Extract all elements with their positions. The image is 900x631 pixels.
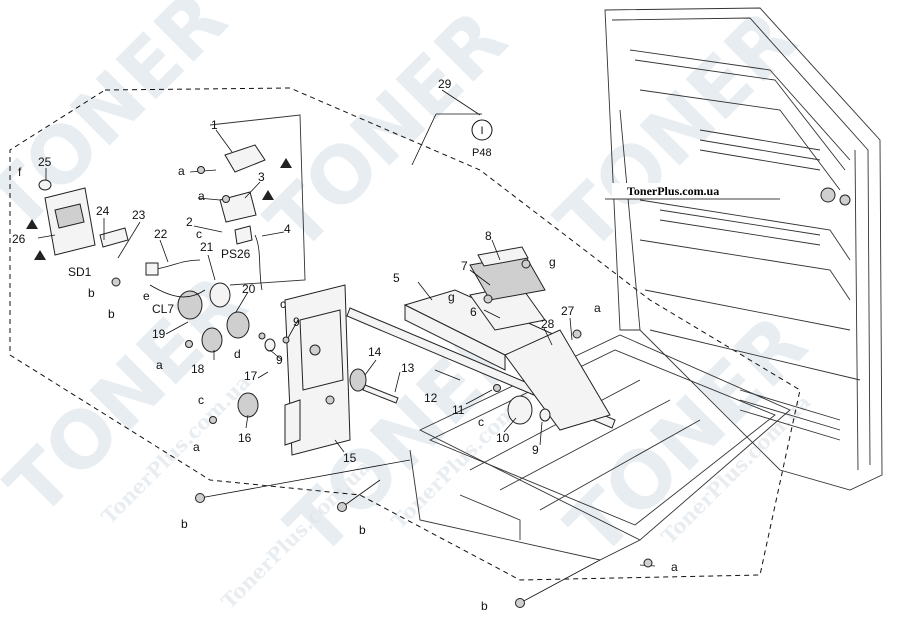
left-switch-unit [38, 179, 129, 256]
letter-c: c [198, 393, 204, 407]
gears [177, 282, 551, 425]
leader-lines [37, 89, 656, 604]
letter-b: b [88, 286, 95, 300]
harness [145, 234, 263, 298]
letter-callouts: a a a a a a b b b b b c c c c d e f g g [18, 164, 678, 613]
part-callouts: 1 2 3 4 5 6 7 8 9 9 9 10 11 12 13 14 15 … [12, 77, 575, 465]
letter-d: d [234, 347, 241, 361]
letter-c: c [196, 227, 202, 241]
callout-6: 6 [470, 305, 477, 319]
letter-a: a [193, 440, 200, 454]
warning-icons [26, 158, 292, 260]
letter-b: b [359, 523, 366, 537]
connector-sd1: SD1 [68, 265, 92, 279]
callout-27: 27 [561, 304, 575, 318]
callout-22: 22 [154, 227, 168, 241]
callout-24: 24 [96, 204, 110, 218]
page-reference: I P48 [471, 119, 493, 159]
callout-10: 10 [496, 431, 510, 445]
site-label: TonerPlus.com.ua [627, 184, 719, 198]
letter-a: a [178, 164, 185, 178]
callout-8: 8 [485, 229, 492, 243]
letter-b: b [181, 517, 188, 531]
assembly-boundary [9, 87, 801, 581]
callout-14: 14 [368, 345, 382, 359]
callout-23: 23 [132, 208, 146, 222]
letter-a: a [671, 560, 678, 574]
callout-11: 11 [452, 403, 465, 417]
callout-15: 15 [343, 451, 357, 465]
warning-triangle-icon [280, 158, 292, 168]
page-ref-symbol: I [480, 125, 483, 137]
letter-a: a [198, 189, 205, 203]
printer-frame [604, 7, 883, 491]
callout-18: 18 [191, 362, 205, 376]
warning-triangle-icon [262, 190, 274, 200]
callout-9: 9 [532, 443, 539, 457]
callout-1: 1 [211, 118, 218, 132]
side-plate [284, 284, 351, 456]
callout-29: 29 [438, 77, 452, 91]
letter-b: b [108, 307, 115, 321]
letter-c: c [478, 415, 484, 429]
screws [111, 166, 653, 608]
callout-25: 25 [38, 155, 52, 169]
callout-5: 5 [393, 271, 400, 285]
watermark-brand: TONER [540, 0, 814, 268]
callout-20: 20 [242, 282, 256, 296]
letter-e: e [143, 289, 150, 303]
callout-7: 7 [461, 259, 468, 273]
connector-labels: PS26 SD1 CL7 [68, 247, 251, 316]
connector-ps26: PS26 [221, 247, 251, 261]
letter-a: a [594, 301, 601, 315]
callout-26: 26 [12, 232, 26, 246]
callout-12: 12 [424, 391, 438, 405]
warning-triangle-icon [26, 219, 38, 229]
letter-g: g [448, 290, 455, 304]
callout-13: 13 [401, 361, 415, 375]
callout-21: 21 [200, 240, 214, 254]
site-banner: TonerPlus.com.ua [605, 183, 780, 200]
letter-a: a [156, 358, 163, 372]
callout-9: 9 [293, 315, 300, 329]
callout-4: 4 [284, 222, 291, 236]
watermark-brand: TONER [0, 0, 244, 248]
callout-9: 9 [276, 353, 283, 367]
letter-f: f [18, 165, 22, 179]
letter-g: g [549, 255, 556, 269]
letter-b: b [481, 599, 488, 613]
callout-28: 28 [541, 317, 555, 331]
connector-cl7: CL7 [152, 302, 174, 316]
page-ref-label: P48 [472, 147, 492, 159]
callout-19: 19 [152, 327, 166, 341]
warning-triangle-icon [34, 250, 46, 260]
callout-2: 2 [186, 215, 193, 229]
letter-c: c [280, 297, 286, 311]
callout-16: 16 [238, 431, 252, 445]
callout-17: 17 [244, 369, 258, 383]
callout-3: 3 [258, 170, 265, 184]
